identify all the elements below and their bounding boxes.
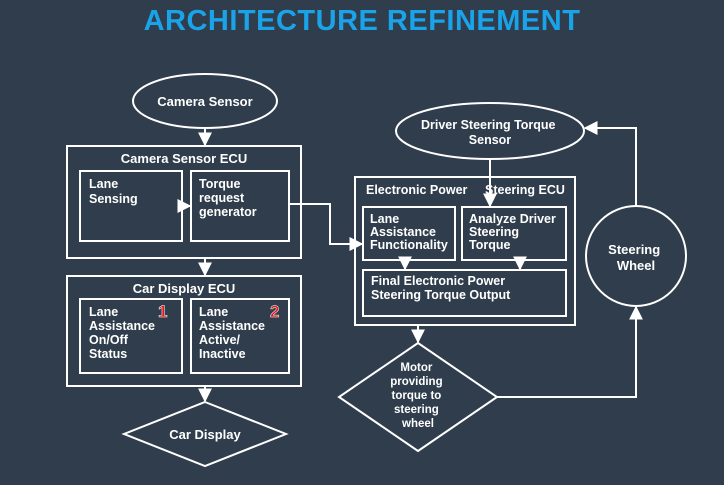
lane-assist-on-off-box: Lane Assistance On/Off Status 1 bbox=[79, 298, 183, 374]
lane-sensing-box: Lane Sensing bbox=[79, 170, 183, 242]
car-display-ecu: Car Display ECU Lane Assistance On/Off S… bbox=[66, 275, 302, 387]
badge-1: 1 bbox=[158, 302, 167, 321]
svg-text:Steering Wheel: Steering Wheel bbox=[608, 242, 664, 273]
camera-sensor-node: Camera Sensor bbox=[132, 73, 278, 129]
eps-ecu-title-left: Electronic Power bbox=[366, 183, 468, 197]
svg-text:Torque request: Torque request generator bbox=[199, 177, 257, 219]
svg-text:Lane Sensing: Lane Sensing bbox=[89, 177, 138, 206]
eps-ecu-title-right: Steering ECU bbox=[485, 183, 565, 197]
edge-torque-to-lane-assist bbox=[289, 203, 364, 251]
driver-torque-sensor-node: Driver Steering Torque Sensor bbox=[395, 102, 585, 160]
svg-text:Lane Assistance: Lane Assistance On/Off Status bbox=[89, 305, 159, 361]
camera-sensor-label: Camera Sensor bbox=[157, 94, 252, 109]
lane-assistance-functionality-box: Lane Assistance Functionality bbox=[362, 206, 456, 261]
edge-motor-to-wheel bbox=[497, 305, 643, 398]
svg-text:Lane Assistance: Lane Assistance Functionality bbox=[370, 212, 448, 252]
car-display-ecu-title: Car Display ECU bbox=[133, 281, 236, 296]
edge-wheel-to-driver-sensor bbox=[583, 121, 637, 206]
page-title: ARCHITECTURE REFINEMENT bbox=[143, 5, 581, 37]
camera-ecu-title: Camera Sensor ECU bbox=[121, 151, 247, 166]
svg-text:Analyze Driver Steerin: Analyze Driver Steering Torque bbox=[469, 212, 559, 252]
svg-text:Motor providing to: Motor providing torque to steering wheel bbox=[390, 362, 446, 430]
car-display-node: Car Display bbox=[121, 400, 289, 468]
final-torque-output-box: Final Electronic Power Steering Torque O… bbox=[362, 269, 567, 317]
svg-text:Lane Assistance: Lane Assistance Active/ Inactive bbox=[199, 305, 269, 361]
eps-ecu: Electronic Power Steering ECU Lane Assis… bbox=[354, 176, 576, 326]
torque-request-generator-box: Torque request generator bbox=[190, 170, 290, 242]
steering-wheel-node: Steering Wheel bbox=[585, 205, 687, 307]
lane-assist-active-box: Lane Assistance Active/ Inactive 2 bbox=[190, 298, 290, 374]
motor-node: Motor providing torque to steering wheel bbox=[337, 341, 499, 453]
svg-text:Final Electronic Power: Final Electronic Power Steering Torque O… bbox=[371, 274, 511, 302]
svg-text:Driver Steering Torque S: Driver Steering Torque Sensor bbox=[421, 118, 559, 147]
badge-2: 2 bbox=[270, 302, 279, 321]
analyze-driver-torque-box: Analyze Driver Steering Torque bbox=[461, 206, 567, 261]
car-display-label: Car Display bbox=[169, 427, 241, 442]
camera-sensor-ecu: Camera Sensor ECU Lane Sensing Torque re… bbox=[66, 145, 302, 259]
